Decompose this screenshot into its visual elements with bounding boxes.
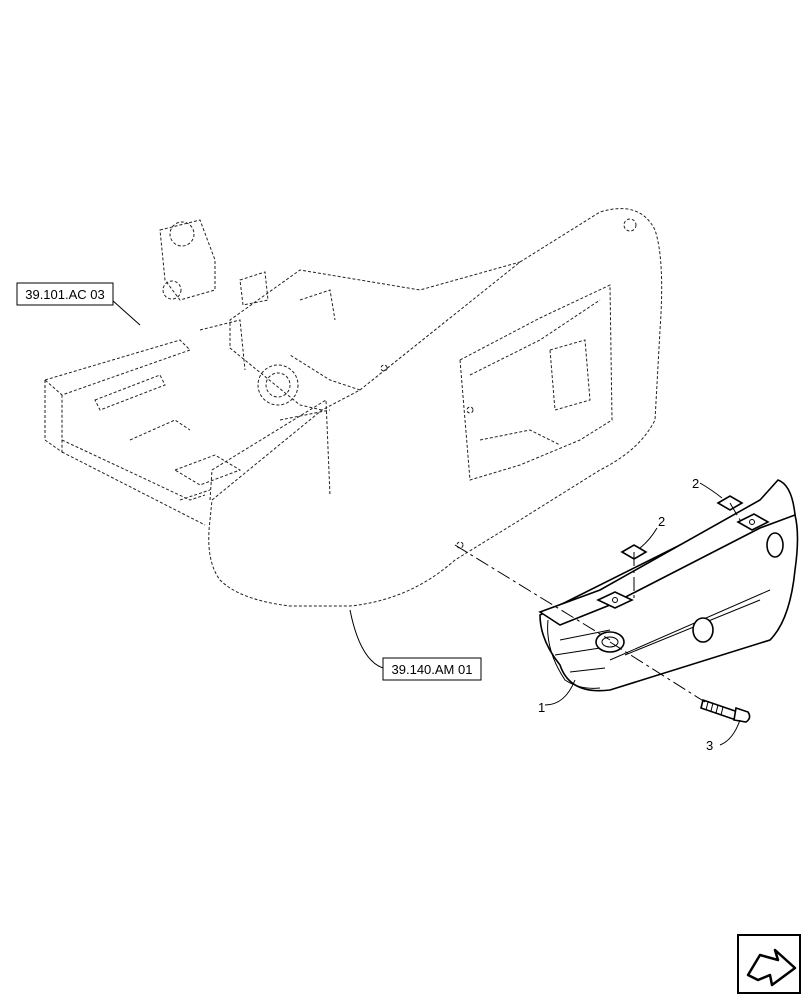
callout-numbers: 1 2 2 3 <box>538 476 713 753</box>
assembly-lines <box>454 502 741 703</box>
callout-2-right: 2 <box>692 476 699 491</box>
reference-box-counterweight-body[interactable]: 39.140.AM 01 <box>382 657 482 681</box>
callout-3: 3 <box>706 738 713 753</box>
reference-box-frame[interactable]: 39.101.AC 03 <box>16 282 114 306</box>
reference-label: 39.140.AM 01 <box>392 662 473 677</box>
reference-label: 39.101.AC 03 <box>25 287 105 302</box>
leader-lines <box>111 299 741 746</box>
counterweight-part <box>538 479 799 692</box>
upper-frame-ghost <box>43 208 663 607</box>
bolt-part <box>700 698 751 723</box>
next-page-arrow-icon[interactable] <box>737 934 801 994</box>
callout-2-left: 2 <box>658 514 665 529</box>
callout-1: 1 <box>538 700 545 715</box>
